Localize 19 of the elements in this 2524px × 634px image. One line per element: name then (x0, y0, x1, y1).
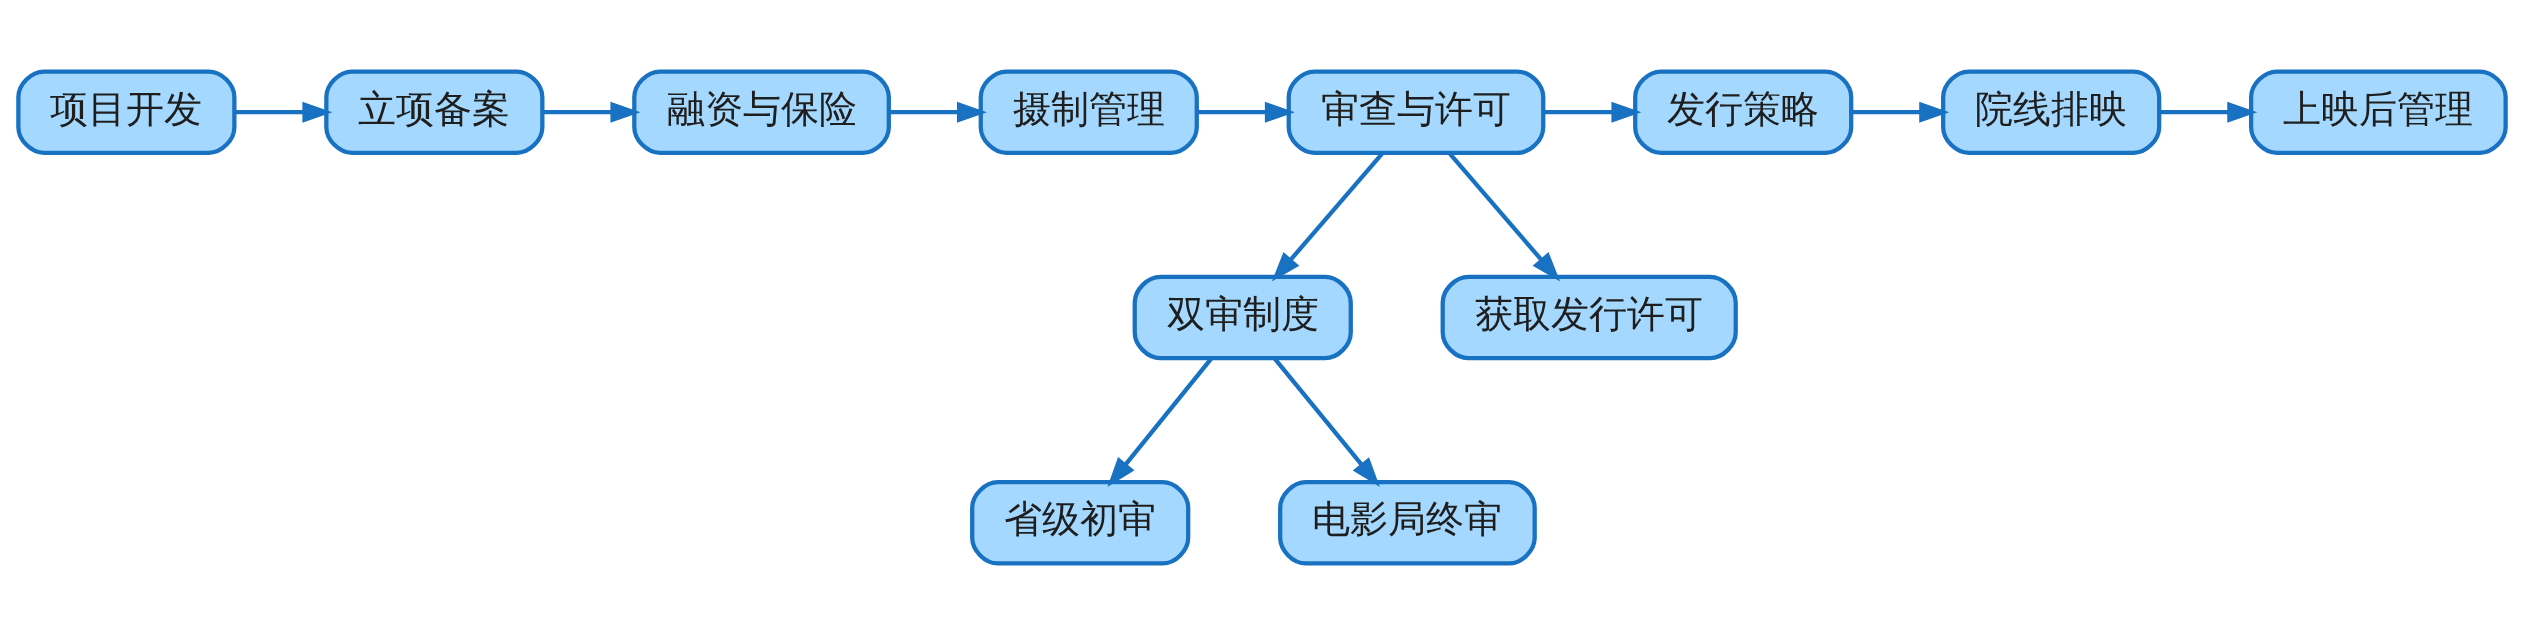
node-box: 获取发行许可 (1440, 274, 1738, 360)
node-box: 双审制度 (1132, 274, 1353, 360)
node-box: 电影局终审 (1278, 479, 1537, 566)
node-box: 摄制管理 (978, 68, 1199, 155)
node-box: 院线排映 (1941, 68, 2162, 155)
node-box: 融资与保险 (632, 68, 891, 155)
arrow (234, 101, 333, 123)
node-box: 上映后管理 (2249, 68, 2508, 155)
arrow (2159, 101, 2258, 123)
arrow (1851, 101, 1950, 123)
node-box: 审查与许可 (1286, 68, 1546, 155)
node-box: 省级初审 (970, 479, 1191, 566)
node-box: 发行策略 (1633, 68, 1854, 155)
node-box: 立项备案 (324, 68, 545, 155)
arrow (1543, 101, 1642, 123)
arrow (889, 101, 987, 123)
node-box: 项目开发 (16, 68, 237, 155)
arrow (1196, 101, 1295, 123)
arrow (542, 101, 641, 123)
